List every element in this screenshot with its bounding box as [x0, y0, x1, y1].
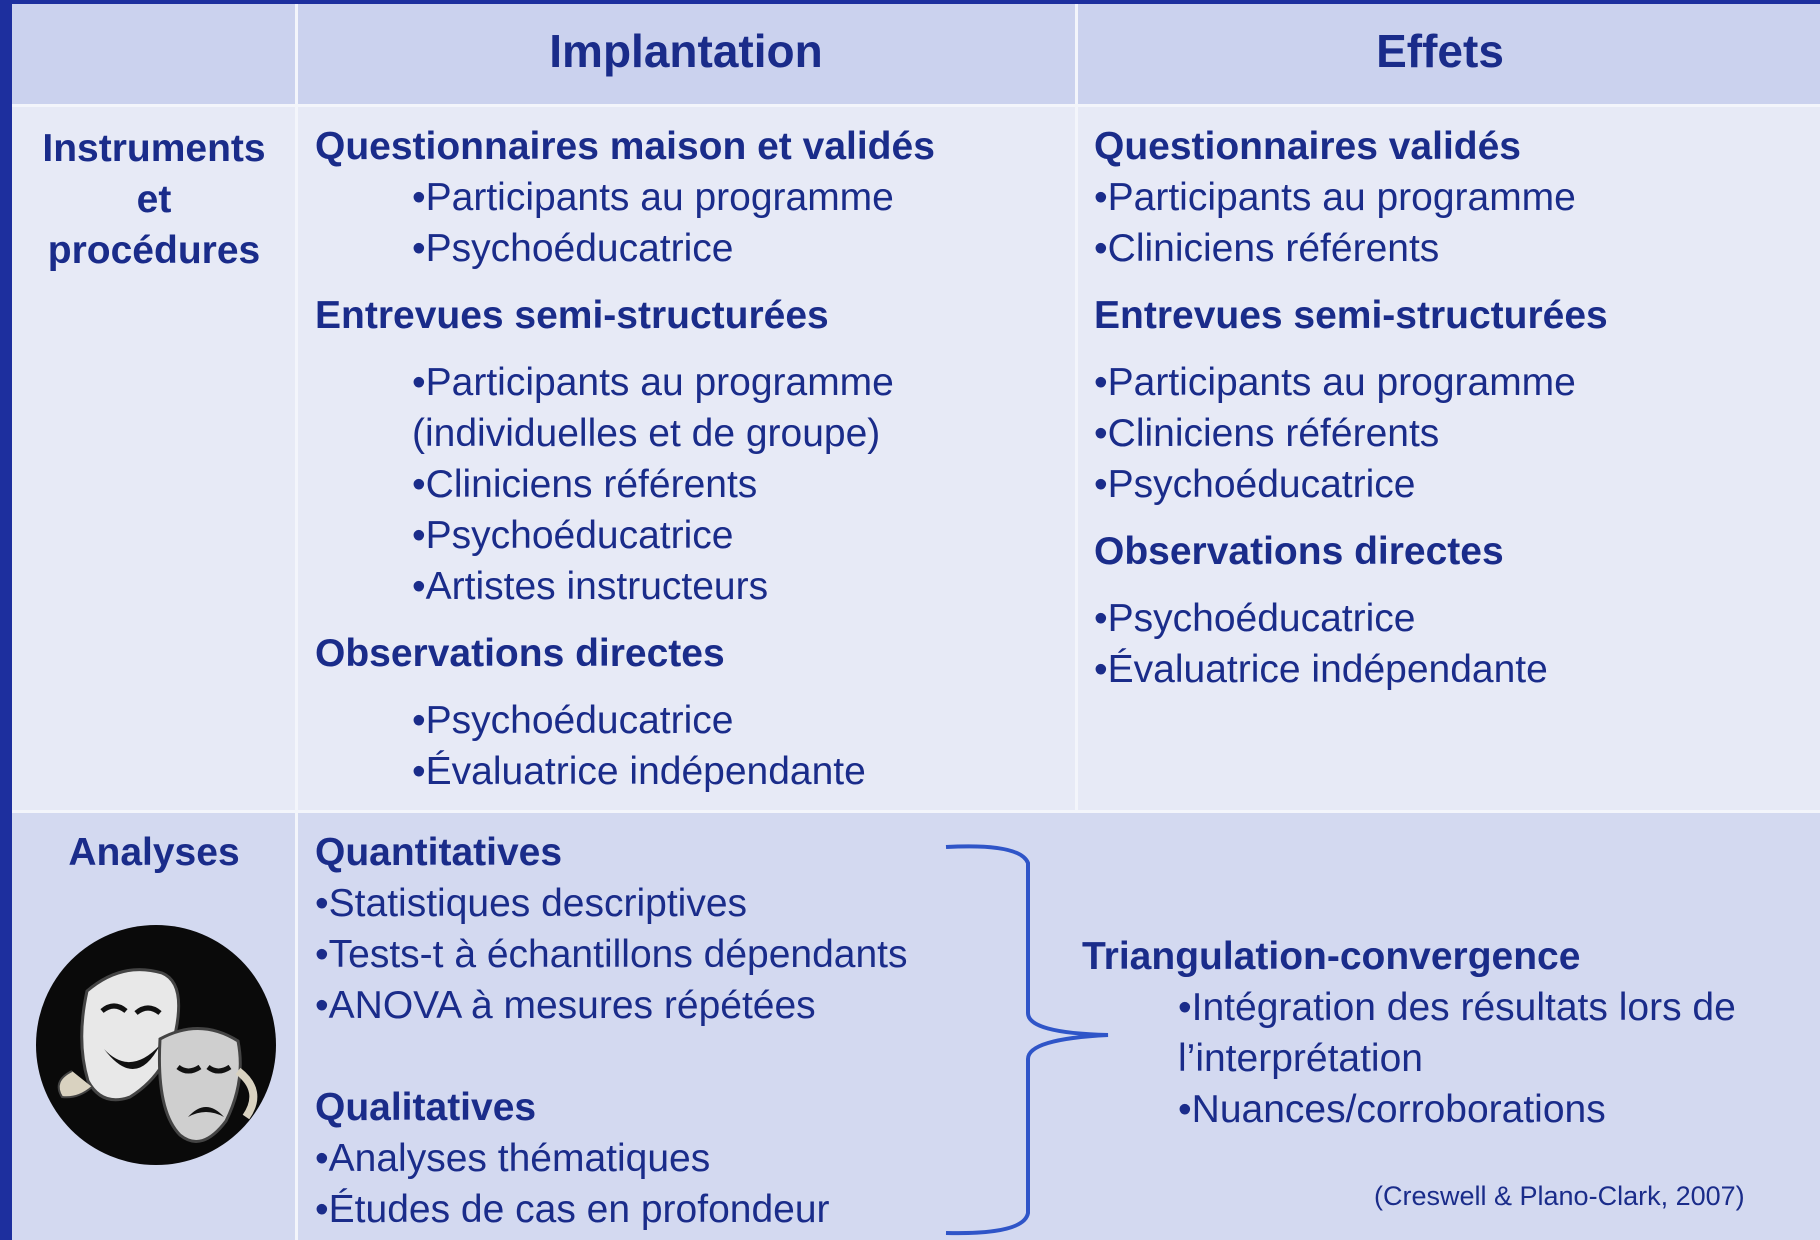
row-instruments-label-cell: Instruments et procédures — [12, 105, 296, 811]
divider — [12, 810, 1820, 813]
triangulation-item: •Nuances/corroborations — [1178, 1088, 1606, 1131]
divider — [1075, 4, 1078, 811]
divider — [295, 4, 298, 1240]
impl-e-item: •Psychoéducatrice — [412, 514, 734, 557]
impl-e-item: •Artistes instructeurs — [412, 565, 769, 608]
eff-q-item: •Cliniciens référents — [1094, 227, 1440, 270]
impl-e-item: •Cliniciens référents — [412, 463, 758, 506]
eff-entrevues-title: Entrevues semi-structurées — [1094, 294, 1608, 337]
row-instruments-label: Instruments et procédures — [42, 127, 266, 272]
impl-q-item: •Participants au programme — [412, 176, 894, 219]
quant-item: •Tests-t à échantillons dépendants — [315, 933, 908, 976]
header-implantation-label: Implantation — [549, 25, 823, 77]
impl-questionnaires-title: Questionnaires maison et validés — [315, 125, 935, 168]
impl-entrevues-title: Entrevues semi-structurées — [315, 294, 829, 337]
impl-e-item: •Participants au programme — [412, 361, 894, 404]
eff-o-item: •Évaluatrice indépendante — [1094, 648, 1548, 691]
quant-item: •Statistiques descriptives — [315, 882, 748, 925]
impl-q-item: •Psychoéducatrice — [412, 227, 734, 270]
quantitatives-title: Quantitatives — [315, 831, 563, 874]
qual-item: •Analyses thématiques — [315, 1137, 711, 1180]
row-analyses-label: Analyses — [68, 831, 240, 874]
eff-o-item: •Psychoéducatrice — [1094, 597, 1416, 640]
row-analyses-label-cell: Analyses — [12, 811, 296, 1240]
analyses-content-cell: Quantitatives •Statistiques descriptives… — [296, 811, 1820, 1240]
qualitatives-title: Qualitatives — [315, 1086, 537, 1129]
eff-e-item: •Cliniciens référents — [1094, 412, 1440, 455]
quant-item: •ANOVA à mesures répétées — [315, 984, 816, 1027]
triangulation-title: Triangulation-convergence — [1082, 935, 1581, 978]
qual-item: •Études de cas en profondeur — [315, 1188, 830, 1231]
eff-observations-title: Observations directes — [1094, 530, 1504, 573]
eff-q-item: •Participants au programme — [1094, 176, 1576, 219]
header-effets-label: Effets — [1376, 25, 1504, 77]
triangulation-item: •Intégration des résultats lors de — [1178, 986, 1736, 1029]
effets-instruments-cell: Questionnaires validés •Participants au … — [1076, 105, 1820, 811]
theatre-masks-icon — [36, 925, 276, 1165]
header-effets: Effets — [1076, 4, 1820, 105]
citation: (Creswell & Plano-Clark, 2007) — [1374, 1181, 1745, 1211]
impl-o-item: •Psychoéducatrice — [412, 699, 734, 742]
impl-observations-title: Observations directes — [315, 632, 725, 675]
eff-questionnaires-title: Questionnaires validés — [1094, 125, 1522, 168]
methods-table: Implantation Effets Instruments et procé… — [12, 4, 1820, 1240]
divider — [12, 104, 1820, 107]
bracket-icon — [945, 844, 1109, 1236]
header-implantation: Implantation — [296, 4, 1076, 105]
eff-e-item: •Psychoéducatrice — [1094, 463, 1416, 506]
header-corner — [12, 4, 296, 105]
implantation-instruments-cell: Questionnaires maison et validés •Partic… — [296, 105, 1076, 811]
eff-e-item: •Participants au programme — [1094, 361, 1576, 404]
impl-o-item: •Évaluatrice indépendante — [412, 750, 866, 793]
triangulation-item: l’interprétation — [1178, 1037, 1423, 1080]
impl-e-item: (individuelles et de groupe) — [412, 412, 881, 455]
